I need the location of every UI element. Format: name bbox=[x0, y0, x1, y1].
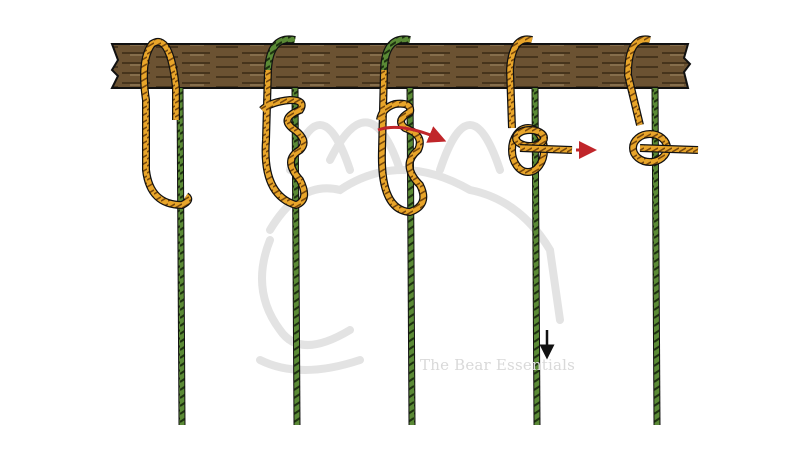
direction-arrow-icon bbox=[377, 125, 447, 143]
knot-step-1 bbox=[140, 38, 193, 426]
knot-step-3 bbox=[376, 35, 447, 426]
knot-step-4 bbox=[505, 35, 597, 426]
knot-step-5 bbox=[623, 35, 699, 426]
knot-step-2 bbox=[259, 35, 309, 426]
wooden-bar bbox=[110, 43, 692, 89]
watermark-text: The Bear Essentials bbox=[420, 356, 576, 374]
